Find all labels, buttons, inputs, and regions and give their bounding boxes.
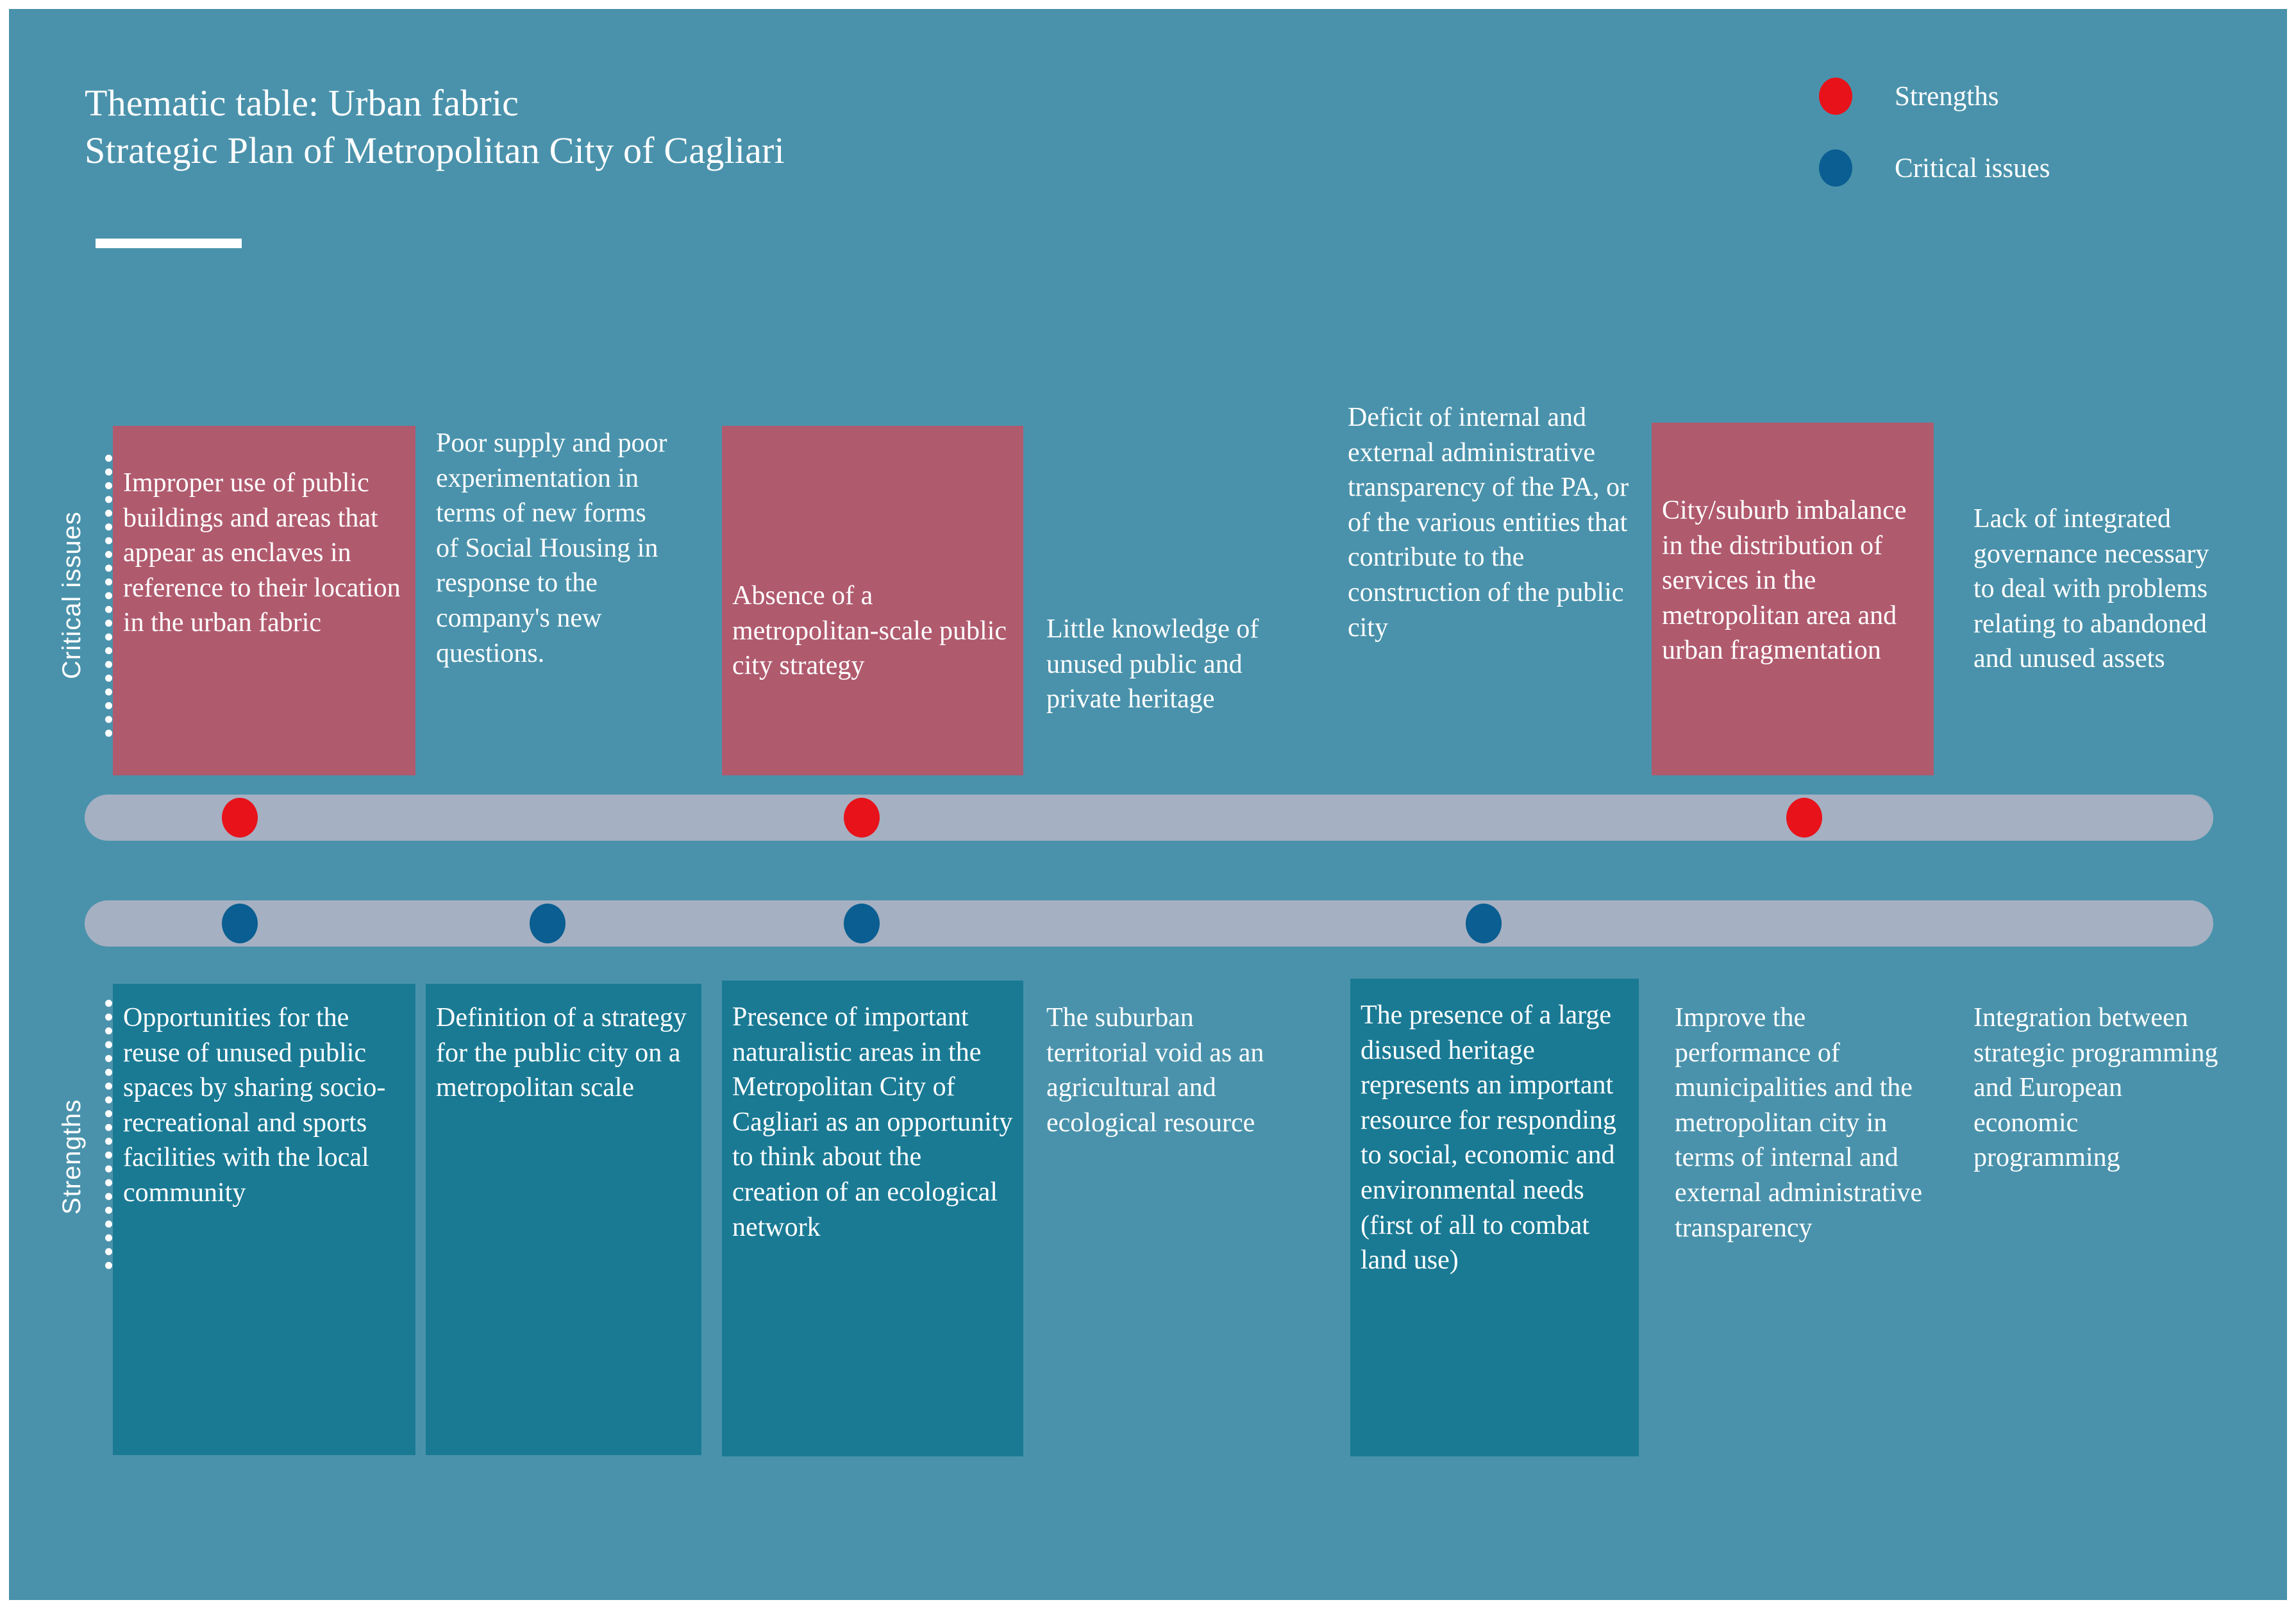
- strength-item-6: Improve the performance of municipalitie…: [1664, 984, 1947, 1455]
- strength-box-2: [426, 984, 701, 1455]
- strength-text-6: Improve the performance of municipalitie…: [1675, 1003, 1923, 1243]
- strength-item-1: Opportunities for the reuse of unused pu…: [113, 984, 415, 1455]
- legend-item-strengths: Strengths: [1819, 76, 2152, 116]
- critical-issue-text-4: Little knowledge of unused public and pr…: [1046, 614, 1259, 714]
- critical-issue-text-7: Lack of integrated governance necessary …: [1973, 504, 2209, 674]
- critical-issue-text-2: Poor supply and poor experimentation in …: [436, 428, 667, 668]
- strength-text-2: Definition of a strategy for the public …: [436, 1003, 687, 1103]
- strength-box-5: [1350, 979, 1639, 1456]
- critical-issues-dotted-rule: [105, 455, 119, 737]
- critical-issue-item-1: Improper use of public buildings and are…: [113, 426, 415, 775]
- blue-dot-icon: [1819, 149, 1852, 187]
- critical-issues-marker-4[interactable]: [1466, 904, 1502, 943]
- strengths-marker-2[interactable]: [844, 798, 880, 838]
- axis-label-critical-issues: Critical issues: [58, 511, 86, 679]
- red-dot-icon: [1819, 78, 1852, 115]
- strength-item-7: Integration between strategic programmin…: [1963, 984, 2239, 1455]
- strength-text-7: Integration between strategic programmin…: [1973, 1003, 2218, 1173]
- critical-issue-text-1: Improper use of public buildings and are…: [123, 468, 401, 638]
- critical-issue-item-2: Poor supply and poor experimentation in …: [426, 426, 682, 775]
- critical-issue-box-6: [1652, 423, 1934, 775]
- strengths-marker-1[interactable]: [222, 798, 258, 838]
- strength-box-3: [722, 981, 1023, 1456]
- strength-text-5: The presence of a large disused heritage…: [1361, 1000, 1616, 1276]
- critical-issue-item-3: Absence of a metropolitan-scale public c…: [722, 426, 1023, 775]
- strength-item-3: Presence of important naturalistic areas…: [722, 981, 1023, 1456]
- legend-item-critical-issues: Critical issues: [1819, 148, 2152, 188]
- strength-text-3: Presence of important naturalistic areas…: [732, 1002, 1013, 1242]
- critical-issue-box-1: [113, 426, 415, 775]
- strength-item-5: The presence of a large disused heritage…: [1350, 979, 1639, 1456]
- page-title: Thematic table: Urban fabric Strategic P…: [85, 80, 1623, 174]
- critical-issues-marker-3[interactable]: [844, 904, 880, 943]
- critical-issue-text-6: City/suburb imbalance in the distributio…: [1662, 496, 1907, 666]
- strengths-dotted-rule: [105, 1000, 119, 1269]
- critical-issue-text-5: Deficit of internal and external adminis…: [1348, 403, 1629, 643]
- critical-issue-text-3: Absence of a metropolitan-scale public c…: [732, 581, 1007, 681]
- title-line-2: Strategic Plan of Metropolitan City of C…: [85, 130, 785, 172]
- legend-label-critical-issues: Critical issues: [1895, 153, 2050, 183]
- strength-text-1: Opportunities for the reuse of unused pu…: [123, 1003, 386, 1208]
- strengths-timeline-bar[interactable]: [85, 795, 2213, 841]
- critical-issues-marker-1[interactable]: [222, 904, 258, 943]
- strength-item-2: Definition of a strategy for the public …: [426, 984, 701, 1455]
- strength-item-4: The suburban territorial void as an agri…: [1036, 984, 1305, 1455]
- critical-issue-item-7: Lack of integrated governance necessary …: [1963, 426, 2239, 775]
- infographic-board: Thematic table: Urban fabric Strategic P…: [9, 9, 2287, 1600]
- axis-label-strengths: Strengths: [58, 1099, 86, 1215]
- strengths-marker-3[interactable]: [1786, 798, 1822, 838]
- critical-issue-item-4: Little knowledge of unused public and pr…: [1036, 426, 1305, 775]
- legend-label-strengths: Strengths: [1895, 81, 1999, 112]
- critical-issue-item-5: Deficit of internal and external adminis…: [1337, 400, 1645, 775]
- critical-issue-item-6: City/suburb imbalance in the distributio…: [1652, 423, 1934, 775]
- strength-box-1: [113, 984, 415, 1455]
- strength-text-4: The suburban territorial void as an agri…: [1046, 1003, 1264, 1138]
- title-underline-rule: [96, 239, 242, 248]
- critical-issues-timeline-bar[interactable]: [85, 900, 2213, 947]
- critical-issues-marker-2[interactable]: [530, 904, 566, 943]
- legend: Strengths Critical issues: [1819, 76, 2152, 220]
- title-line-1: Thematic table: Urban fabric: [85, 82, 519, 124]
- critical-issue-box-3: [722, 426, 1023, 775]
